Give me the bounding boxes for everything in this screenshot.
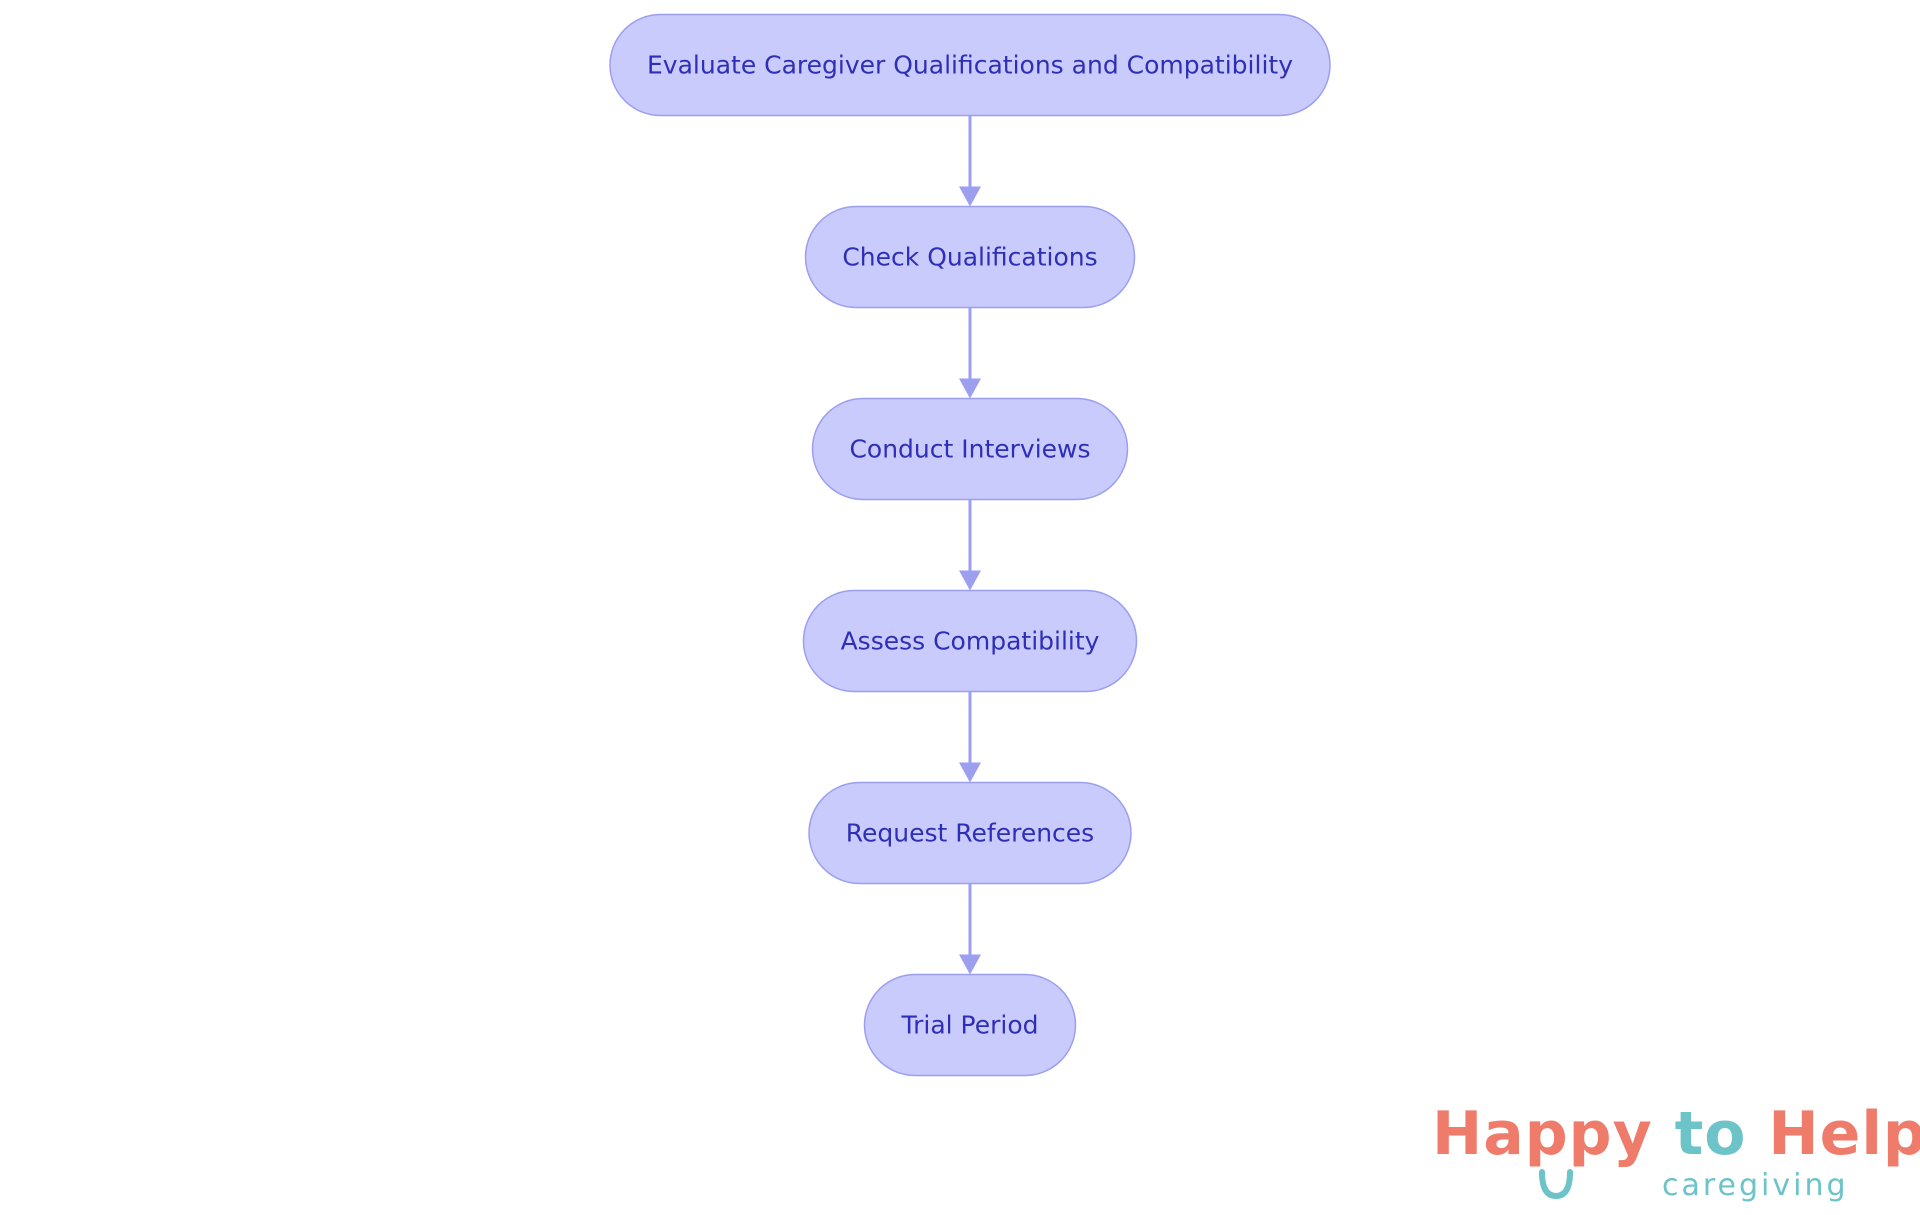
flow-node-5: Request References (808, 781, 1132, 885)
logo-wordmark: Happy to Help (1432, 1098, 1920, 1170)
nodes-layer: Evaluate Caregiver Qualifications and Co… (609, 13, 1331, 1077)
flow-arrow-5 (959, 883, 981, 975)
flow-arrow-4 (959, 691, 981, 783)
flow-node-shape (802, 589, 1138, 693)
flow-arrow-head (959, 570, 981, 591)
flow-node-3: Conduct Interviews (811, 397, 1129, 501)
brand-logo: Happy to Help caregiving (1400, 1098, 1920, 1208)
flow-node-6: Trial Period (863, 973, 1077, 1077)
flow-node-label: Trial Period (901, 1011, 1039, 1040)
flow-node-shape (811, 397, 1129, 501)
flow-node-4: Assess Compatibility (802, 589, 1138, 693)
flow-node-1: Evaluate Caregiver Qualifications and Co… (609, 13, 1331, 117)
flow-node-label: Assess Compatibility (841, 627, 1100, 656)
logo-word-help: Help (1768, 1099, 1920, 1169)
flow-node-shape (609, 13, 1331, 117)
edges-layer (959, 115, 981, 975)
logo-tagline: caregiving (1662, 1168, 1849, 1203)
flow-arrow-2 (959, 307, 981, 399)
logo-word-to: to (1674, 1099, 1747, 1169)
flow-node-label: Conduct Interviews (849, 435, 1090, 464)
flow-node-shape (804, 205, 1136, 309)
flow-arrow-head (959, 762, 981, 783)
flow-arrow-3 (959, 499, 981, 591)
logo-word-happy: Happy (1432, 1099, 1653, 1169)
flow-arrow-1 (959, 115, 981, 207)
flow-node-label: Check Qualifications (842, 243, 1097, 272)
flow-arrow-head (959, 378, 981, 399)
flow-arrow-head (959, 954, 981, 975)
flow-node-label: Request References (846, 819, 1094, 848)
flow-node-label: Evaluate Caregiver Qualifications and Co… (647, 51, 1293, 80)
flow-node-shape (863, 973, 1077, 1077)
smile-icon (1539, 1169, 1573, 1200)
flow-node-shape (808, 781, 1132, 885)
flow-node-2: Check Qualifications (804, 205, 1136, 309)
flow-arrow-head (959, 186, 981, 207)
